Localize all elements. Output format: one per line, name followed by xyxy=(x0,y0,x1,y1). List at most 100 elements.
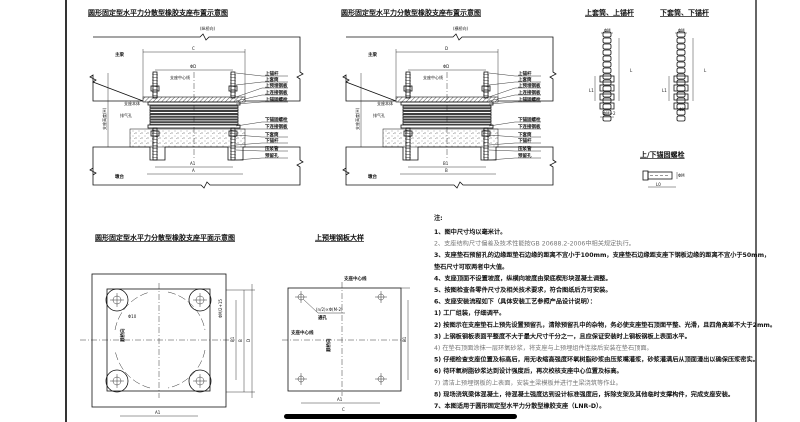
part-label: 上预埋钢板 xyxy=(518,82,541,89)
note-line: 3、支座垫石预留孔的边缘距垫石边缘的距离不宜小于100mm，支座垫石边缘距支座下… xyxy=(434,251,770,259)
note-line: 4、支座顶面不设置坡度，纵横向坡度由梁底楔形块混凝土调整。 xyxy=(434,274,612,282)
note-line: 5) 仔细检查支座位置及标高后，用无收缩高强度环氧树脂砂浆由压浆嘴灌浆，砂浆灌满… xyxy=(434,356,759,364)
through-hole-icon xyxy=(295,291,307,303)
part-label: 上预埋钢板 xyxy=(265,82,288,89)
part-label: 下连接钢板 xyxy=(265,123,288,130)
note-line: 4) 在垫石顶面涂抹一层环氧砂浆，将支座与上预埋组件连接后安装在垫石顶面。 xyxy=(434,344,653,352)
plan-dim-b1: B1 xyxy=(230,336,235,342)
pier-label: 墩台 xyxy=(115,173,124,180)
notes-heading: 注: xyxy=(434,214,443,222)
part-label: 上套筒 xyxy=(265,76,279,83)
note-line: 3) 上钢板钢板表面平整度不大于最大尺寸千分之一，且应保证安装时上钢板钢板上表面… xyxy=(434,332,691,340)
grout-pad xyxy=(382,128,499,148)
bolt-hole-icon xyxy=(188,369,212,393)
elevation-title: 圆形固定型水平力分散型橡胶支座布置示意图 xyxy=(88,8,228,17)
horizontal-scrollbar[interactable] xyxy=(284,414,517,419)
lower-sleeve-dim-total: L xyxy=(704,68,707,73)
part-label: 压浆管 xyxy=(265,145,279,152)
note-line: 6) 待环氧树脂砂浆达到设计强度后，再次校核支座中心位置及标高。 xyxy=(434,367,623,375)
through-hole-icon xyxy=(295,373,307,385)
part-label: 压浆管 xyxy=(518,145,532,152)
plan-dim-d: D xyxy=(246,339,251,342)
vent-label: 排气孔 xyxy=(373,112,385,118)
part-label: 上锚杆 xyxy=(265,70,279,77)
part-label: 上锚固螺栓 xyxy=(265,96,288,103)
plate-hole-spec: (n/2)×Φ(M-2) xyxy=(316,307,343,312)
part-label: 上锚固螺栓 xyxy=(518,96,541,103)
part-label: 预留孔 xyxy=(518,152,532,159)
upper-sleeve-dim-bottom: ΦM+2 xyxy=(603,111,616,116)
centerline-label: 支座中心线 xyxy=(170,74,190,80)
plan-view: 圆形固定型水平力分散型橡胶支座平面示意图 Φ10 顺桥向 ΦM/2+15 B1 … xyxy=(80,233,255,417)
lower-sleeve-title: 下套筒、下锚杆 xyxy=(660,8,709,17)
part-label: 下锚固螺栓 xyxy=(265,116,288,123)
part-label: 下锚杆 xyxy=(265,137,279,144)
part-label: 上套筒 xyxy=(518,76,532,83)
note-line: 5、按图检查各零件尺寸及相关技术要求，符合图纸后方可安装。 xyxy=(434,286,612,294)
lower-sleeve-dim-top: ΦM xyxy=(678,28,685,33)
note-line: 7) 清洁上预埋钢板的上表面，安装主梁模板并进行主梁浇筑等作业。 xyxy=(434,379,622,387)
anchor-bolt-dim-len: L0 xyxy=(656,182,661,187)
plate-centerline-top: 支座中心线 xyxy=(344,275,367,282)
bolt-hole-icon xyxy=(105,369,129,393)
note-line: 1、图中尺寸均以毫米计。 xyxy=(434,228,506,236)
lower-sleeve-dim-len: L1 xyxy=(662,88,667,93)
part-label: 上连接钢板 xyxy=(518,89,541,96)
body-label: 支座本体 xyxy=(377,100,393,106)
anchor-bolt-dim-dia: ΦM xyxy=(678,173,685,178)
pier-label: 墩台 xyxy=(368,173,377,180)
plan-axis-label: 顺桥向 xyxy=(119,328,126,342)
plan-dim-offset: ΦM/2+15 xyxy=(218,299,223,318)
part-label: 下套筒 xyxy=(265,131,279,138)
elevation-transverse: 圆形固定型水平力分散型橡胶支座布置示意图(横桥向)主梁墩台DΦDB1B支座中心线… xyxy=(341,8,557,189)
plate-dim-a1: A1 xyxy=(337,397,343,402)
plan-view-title: 圆形固定型水平力分散型橡胶支座平面示意图 xyxy=(95,233,235,242)
note-line: 垫石尺寸可取两者中大值。 xyxy=(434,263,508,271)
note-line: 1) 工厂组装，仔细调平。 xyxy=(434,309,505,317)
bolt-hole-icon xyxy=(105,288,129,312)
beam-label: 主梁 xyxy=(115,51,124,58)
embedded-plate-detail: 上预埋钢板大样 (n/2)×Φ(M-2) 通孔 支座中心线 支座中心线 顺桥向 … xyxy=(282,233,410,412)
lower-sleeve-detail: 下套筒、下锚杆 ΦM L1 L ΦM xyxy=(660,8,709,122)
dim-top: D xyxy=(445,46,448,51)
dim-inner: A1 xyxy=(190,161,196,166)
plate-dim-c: C xyxy=(342,407,345,412)
grout-pad xyxy=(129,128,246,148)
notes: 注: 1、图中尺寸均以毫米计。 2、支座结构尺寸偏差及技术性能按GB 20688.… xyxy=(434,214,776,410)
plan-dim-a1: A1 xyxy=(155,410,161,415)
through-hole-icon xyxy=(375,373,387,385)
dim-outer: A xyxy=(192,168,195,173)
anchor-bolt-detail: 上/下锚固螺栓 L0 ΦM xyxy=(640,150,685,188)
dim-diameter: ΦD xyxy=(190,64,196,69)
elevation-subtitle: (横桥向) xyxy=(453,25,469,31)
part-label: 预留孔 xyxy=(265,152,279,159)
part-label: 上锚杆 xyxy=(518,70,532,77)
upper-sleeve-dim-len: L1 xyxy=(589,88,594,93)
dim-top: C xyxy=(192,46,195,51)
elevation-subtitle: (纵桥向) xyxy=(200,25,216,31)
beam-label: 主梁 xyxy=(368,51,377,58)
height-label: 支座高度(H) xyxy=(101,107,107,130)
part-label: 上连接钢板 xyxy=(265,89,288,96)
lower-sleeve-dim-bottom: ΦM xyxy=(679,107,686,112)
plate-hole-label: 通孔 xyxy=(318,314,327,321)
note-line: 8) 现场浇筑梁体混凝土，待混凝土强度达到设计标准强度后，拆除支架及其他临时支撑… xyxy=(434,390,734,398)
part-label: 下锚固螺栓 xyxy=(518,116,541,123)
note-line: 2、支座结构尺寸偏差及技术性能按GB 20688.2-2006中相关规定执行。 xyxy=(434,240,635,248)
part-label: 下套筒 xyxy=(518,131,532,138)
elevation-title: 圆形固定型水平力分散型橡胶支座布置示意图 xyxy=(341,8,481,17)
vent-label: 排气孔 xyxy=(120,112,132,118)
note-line: 7、本图适用于圆形固定型水平力分散型橡胶支座（LNR-D）。 xyxy=(434,402,605,410)
bolt-hole-icon xyxy=(188,288,212,312)
through-hole-icon xyxy=(375,291,387,303)
note-line: 6、支座安装流程如下（具体安装工艺参照产品设计说明）： xyxy=(434,298,596,306)
upper-sleeve-detail: 上套筒、上锚杆 ΦM L1 L ΦM+2 xyxy=(585,8,634,122)
dim-outer: B xyxy=(445,168,448,173)
note-line: 2) 按图示在支座垫石上预先设置预留孔，清除预留孔中的杂物，务必使支座垫石顶面平… xyxy=(434,321,776,329)
part-label: 下连接钢板 xyxy=(518,123,541,130)
dim-diameter: ΦD xyxy=(443,64,449,69)
height-label: 支座高度(H) xyxy=(354,107,360,130)
embedded-plate-title: 上预埋钢板大样 xyxy=(315,233,364,242)
